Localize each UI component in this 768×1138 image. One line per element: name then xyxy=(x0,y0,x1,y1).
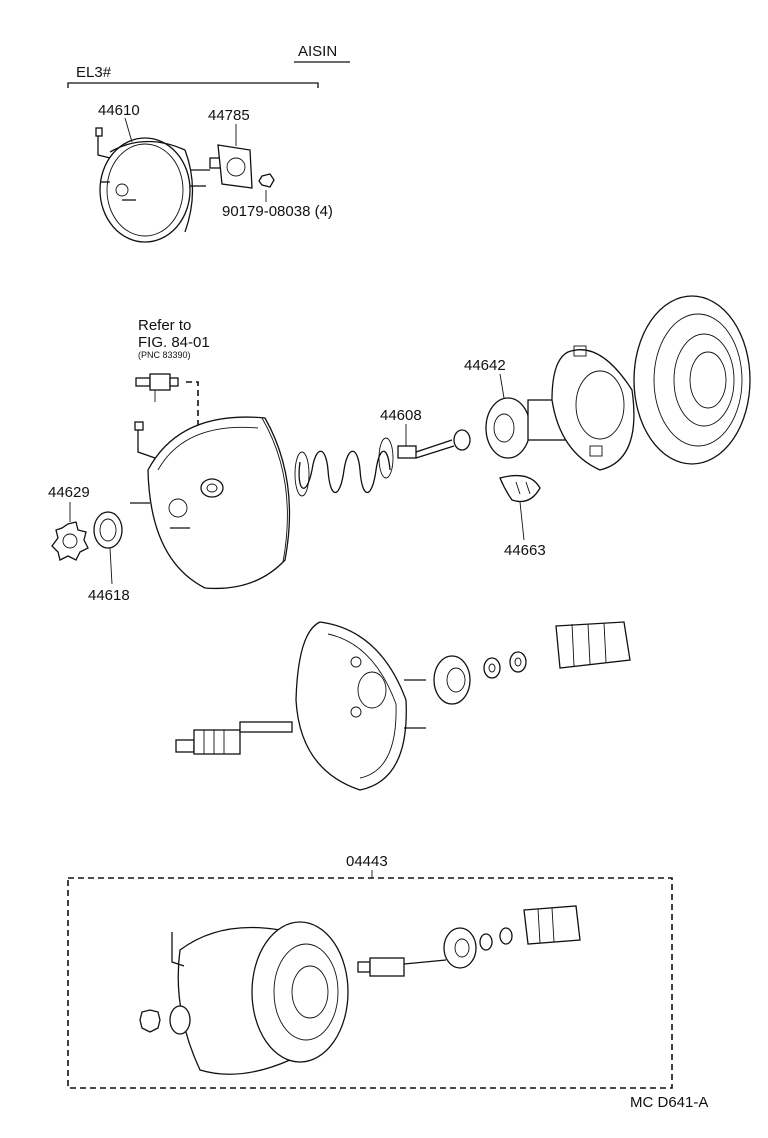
refer-line-2: FIG. 84-01 xyxy=(138,334,210,351)
leader-44642 xyxy=(499,373,505,399)
figure-code: MC D641-A xyxy=(630,1094,708,1111)
booster-assembly-small xyxy=(95,127,225,243)
booster-assembly-complete xyxy=(139,921,349,1075)
assembly-inner-parts xyxy=(357,905,581,977)
label-44618: 44618 xyxy=(88,587,130,604)
boot xyxy=(555,621,631,669)
rear-shell-diaphragm xyxy=(633,295,751,465)
key-44663 xyxy=(499,474,541,503)
label-44629: 44629 xyxy=(48,484,90,501)
piston-seal xyxy=(433,655,471,705)
label-44663: 44663 xyxy=(504,542,546,559)
pushrod-44608 xyxy=(397,429,471,459)
spring xyxy=(294,437,394,497)
booster-front-shell xyxy=(130,416,291,590)
power-piston-rod xyxy=(175,721,293,755)
engine-code-label: EL3# xyxy=(76,64,112,81)
rear-shell-housing xyxy=(295,621,426,791)
label-04443: 04443 xyxy=(346,853,388,870)
label-90179: 90179-08038 (4) xyxy=(222,203,333,220)
leader-44610 xyxy=(124,117,133,143)
brand-label: AISIN xyxy=(298,43,337,60)
assembly-box xyxy=(67,877,673,1089)
retainer-44629 xyxy=(51,521,89,561)
gasket-44785 xyxy=(217,144,253,189)
nut-90179 xyxy=(258,173,275,188)
leader-44618 xyxy=(109,547,113,585)
diaphragm-plate xyxy=(551,345,635,471)
label-44610: 44610 xyxy=(98,102,140,119)
label-44785: 44785 xyxy=(208,107,250,124)
refer-line-1: Refer to xyxy=(138,317,191,334)
check-valve xyxy=(135,373,179,402)
leader-44663 xyxy=(519,501,525,541)
refer-pnc: (PNC 83390) xyxy=(138,350,191,360)
washers xyxy=(483,651,527,679)
engine-bracket xyxy=(67,82,319,88)
seal-44618 xyxy=(93,511,123,549)
label-44608: 44608 xyxy=(380,407,422,424)
label-44642: 44642 xyxy=(464,357,506,374)
